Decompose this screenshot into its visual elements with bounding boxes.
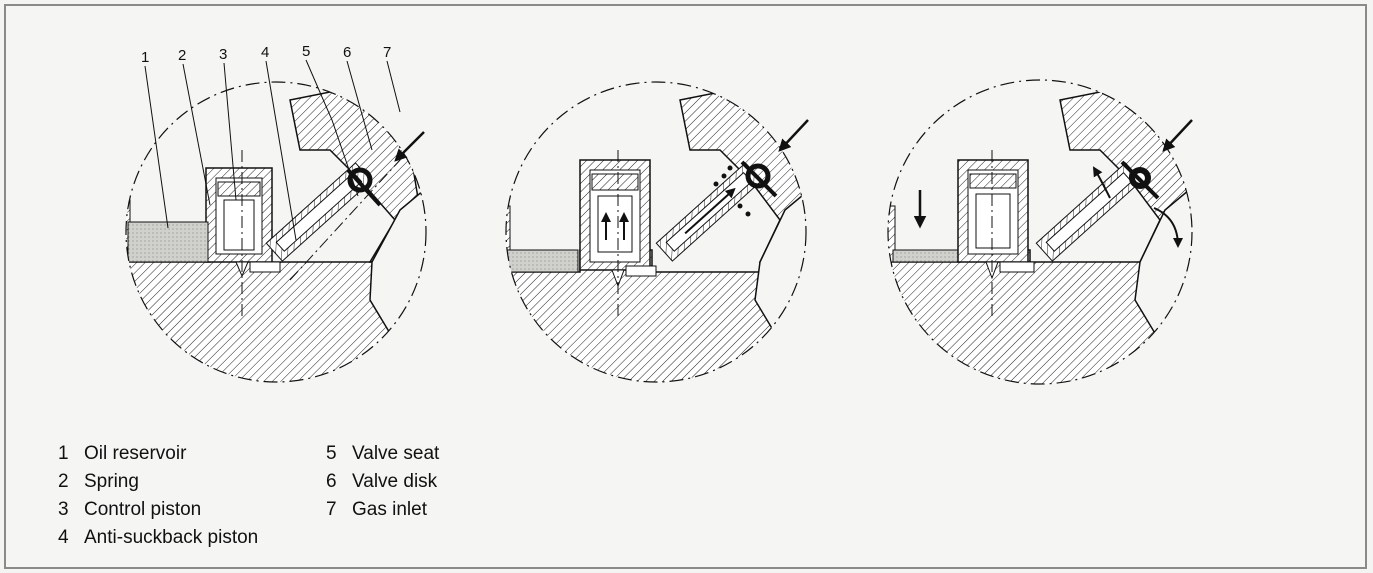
legend-label: Control piston — [84, 499, 202, 520]
callout-1: 1 — [141, 49, 149, 66]
legend-item: 1 Oil reservoir — [58, 441, 326, 467]
callouts: 1 2 3 4 5 6 7 — [141, 43, 401, 241]
legend-number: 7 — [326, 499, 337, 520]
callout-6: 6 — [343, 44, 351, 61]
legend-item: 7 Gas inlet — [326, 497, 526, 523]
legend-number: 1 — [58, 443, 69, 464]
legend-label: Spring — [84, 471, 139, 492]
legend-label: Valve disk — [352, 471, 438, 492]
panel-2 — [505, 81, 809, 383]
callout-2: 2 — [178, 47, 186, 64]
legend-label: Anti-suckback piston — [84, 527, 259, 548]
legend-item: 6 Valve disk — [326, 469, 526, 495]
legend-item: 4 Anti-suckback piston — [58, 525, 326, 551]
legend-number: 2 — [58, 471, 69, 492]
panel-1 — [125, 81, 427, 383]
legend: 1 Oil reservoir 5 Valve seat 2 Spring 6 … — [58, 441, 526, 551]
callout-3: 3 — [219, 46, 227, 63]
legend-label: Valve seat — [352, 443, 440, 464]
legend-label: Gas inlet — [352, 499, 427, 520]
legend-number: 6 — [326, 471, 337, 492]
legend-number: 4 — [58, 527, 69, 548]
callout-4: 4 — [261, 44, 269, 61]
legend-item: 2 Spring — [58, 469, 326, 495]
callout-7: 7 — [383, 44, 391, 61]
callout-5: 5 — [302, 43, 310, 60]
legend-item: 3 Control piston — [58, 497, 326, 523]
legend-number: 3 — [58, 499, 69, 520]
legend-number: 5 — [326, 443, 337, 464]
legend-item: 5 Valve seat — [326, 441, 526, 467]
legend-label: Oil reservoir — [84, 443, 187, 464]
panel-3 — [887, 79, 1193, 385]
